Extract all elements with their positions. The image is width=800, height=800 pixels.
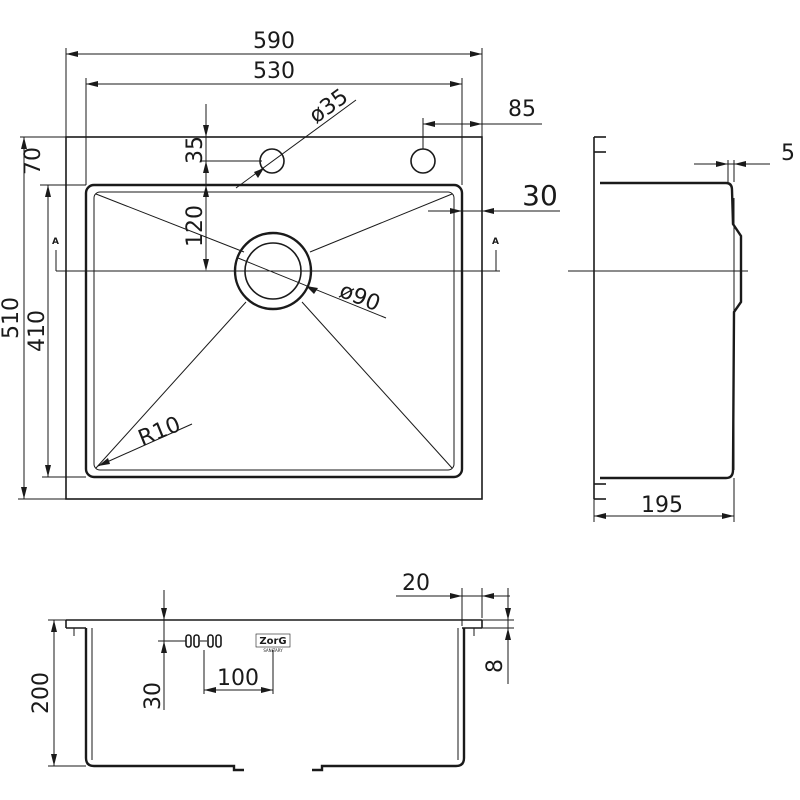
bowl-outline-outer — [84, 183, 464, 479]
dim-label-85: 85 — [508, 97, 536, 122]
slope-line-tl — [95, 193, 245, 253]
dim-label-410: 410 — [25, 310, 50, 352]
tap-hole-right — [410, 148, 436, 174]
brand-logo-text: ZorG — [259, 636, 286, 647]
deck-outline — [65, 136, 483, 500]
front-view: ZorG SANITARY 30 100 200 20 — [29, 571, 514, 772]
dim-label-200: 200 — [29, 672, 54, 714]
front-bowl-outline — [84, 628, 466, 772]
top-view: A A 590 530 ø35 85 35 120 — [0, 29, 560, 500]
bowl-outline-inner — [93, 191, 455, 471]
dim-label-30: 30 — [522, 179, 558, 212]
dim-label-530: 530 — [253, 59, 295, 84]
dim-label-70: 70 — [21, 147, 46, 175]
dim-label-510: 510 — [0, 297, 24, 339]
leader-r10 — [97, 423, 193, 467]
dim-label-590: 590 — [253, 29, 295, 54]
section-label-right: A — [492, 237, 499, 247]
overflow-slots — [185, 634, 222, 648]
dim-label-195: 195 — [641, 493, 683, 518]
side-body-outline — [600, 181, 743, 480]
dim-label-20: 20 — [402, 571, 430, 596]
dim-label-r10: R10 — [135, 412, 184, 451]
dim-label-30-front: 30 — [141, 682, 166, 710]
slope-line-br — [301, 301, 453, 469]
dim-label-8: 8 — [483, 659, 508, 673]
dim-label-d35: ø35 — [305, 84, 353, 129]
section-label-left: A — [52, 237, 59, 247]
dim-label-35: 35 — [183, 136, 208, 164]
dim-label-120: 120 — [183, 205, 208, 247]
side-view: 5 195 — [568, 136, 795, 522]
slope-line-bl — [95, 301, 247, 469]
dim-label-100: 100 — [217, 666, 259, 691]
slope-line-tr — [309, 193, 453, 253]
dim-label-d90: ø90 — [336, 278, 384, 317]
dim-label-5: 5 — [781, 141, 795, 166]
